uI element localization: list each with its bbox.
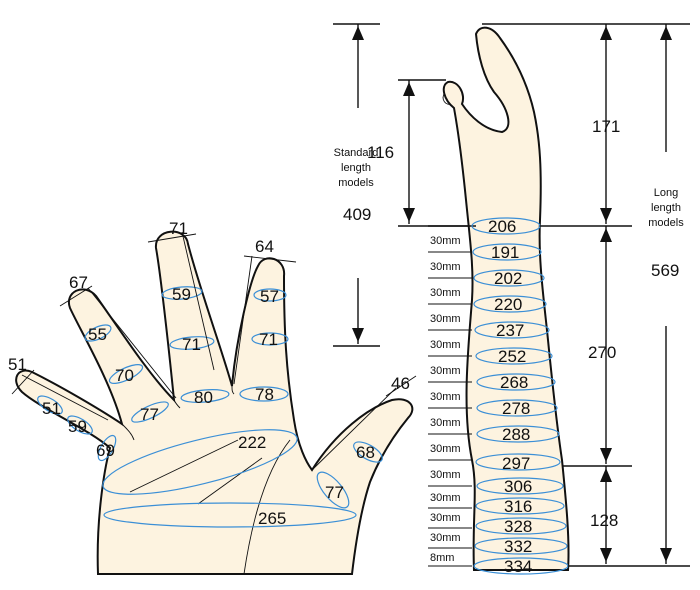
wrist-circumference: 265 (258, 509, 286, 528)
middle-finger-ring-1: 59 (172, 285, 191, 304)
svg-text:328: 328 (504, 517, 532, 536)
long-length-label: Long length models (648, 187, 684, 229)
long-hand-length: 171 (592, 117, 620, 136)
thumb-ring-1: 68 (356, 443, 375, 462)
standard-length-label: Standard length models (334, 147, 379, 189)
arm-outline (442, 26, 570, 571)
thumb-ring-2: 77 (325, 483, 344, 502)
svg-text:191: 191 (491, 243, 519, 262)
svg-text:30mm: 30mm (430, 443, 461, 455)
svg-text:Standard: Standard (334, 147, 379, 159)
svg-text:268: 268 (500, 373, 528, 392)
svg-text:316: 316 (504, 497, 532, 516)
svg-text:252: 252 (498, 347, 526, 366)
svg-text:length: length (651, 202, 681, 214)
svg-text:202: 202 (494, 269, 522, 288)
index-finger-ring-1: 57 (260, 287, 279, 306)
arm-circumference-labels: 206 191 202 220 237 252 268 278 288 297 … (488, 217, 532, 576)
svg-text:models: models (338, 177, 374, 189)
svg-text:30mm: 30mm (430, 512, 461, 524)
long-low-length: 128 (590, 511, 618, 530)
ring-tip-width: 67 (69, 273, 88, 292)
arm-measurement-rings (471, 217, 569, 575)
svg-text:30mm: 30mm (430, 235, 461, 247)
svg-text:8mm: 8mm (430, 552, 454, 564)
svg-text:30mm: 30mm (430, 313, 461, 325)
hand-measurement-rings (37, 286, 383, 528)
svg-text:30mm: 30mm (430, 492, 461, 504)
svg-text:30mm: 30mm (430, 365, 461, 377)
fingertip-width-lines (11, 231, 417, 471)
ring-finger-ring-2: 70 (115, 366, 134, 385)
ring-finger-ring-1: 55 (88, 325, 107, 344)
arm-spacing-ruler: 30mm 30mm 30mm 30mm 30mm 30mm 30mm 30mm … (428, 225, 476, 567)
svg-text:206: 206 (488, 217, 516, 236)
little-finger-ring-2: 59 (68, 417, 87, 436)
middle-finger-ring-3: 80 (194, 388, 213, 407)
thumb-tip-width: 46 (391, 374, 410, 393)
svg-text:334: 334 (504, 557, 532, 576)
hand-labels: 51 67 71 64 46 51 59 69 55 70 77 59 71 8… (8, 219, 410, 528)
svg-text:288: 288 (502, 425, 530, 444)
svg-text:220: 220 (494, 295, 522, 314)
little-finger-ring-3: 69 (96, 441, 115, 460)
index-tip-width: 64 (255, 237, 274, 256)
svg-text:278: 278 (502, 399, 530, 418)
ring-finger-ring-3: 77 (140, 405, 159, 424)
svg-text:Long: Long (654, 187, 678, 199)
index-finger-ring-2: 71 (259, 330, 278, 349)
svg-text:30mm: 30mm (430, 261, 461, 273)
long-length-dimension: 171 270 128 569 (482, 23, 690, 567)
svg-text:332: 332 (504, 537, 532, 556)
svg-text:30mm: 30mm (430, 287, 461, 299)
svg-text:models: models (648, 217, 684, 229)
long-mid-length: 270 (588, 343, 616, 362)
long-total-length: 569 (651, 261, 679, 280)
standard-total-length: 409 (343, 205, 371, 224)
little-tip-width: 51 (8, 355, 27, 374)
svg-text:30mm: 30mm (430, 469, 461, 481)
svg-text:306: 306 (504, 477, 532, 496)
svg-text:237: 237 (496, 321, 524, 340)
svg-text:30mm: 30mm (430, 417, 461, 429)
palm-circumference: 222 (238, 433, 266, 452)
hand-outline (15, 91, 453, 575)
middle-tip-width: 71 (169, 219, 188, 238)
index-finger-ring-3: 78 (255, 385, 274, 404)
svg-text:297: 297 (502, 454, 530, 473)
svg-text:30mm: 30mm (430, 339, 461, 351)
svg-text:length: length (341, 162, 371, 174)
svg-text:30mm: 30mm (430, 532, 461, 544)
little-finger-ring-1: 51 (42, 399, 61, 418)
middle-finger-ring-2: 71 (182, 335, 201, 354)
standard-finger-length: 116 (367, 143, 394, 162)
svg-text:30mm: 30mm (430, 391, 461, 403)
palm-creases (129, 439, 291, 575)
